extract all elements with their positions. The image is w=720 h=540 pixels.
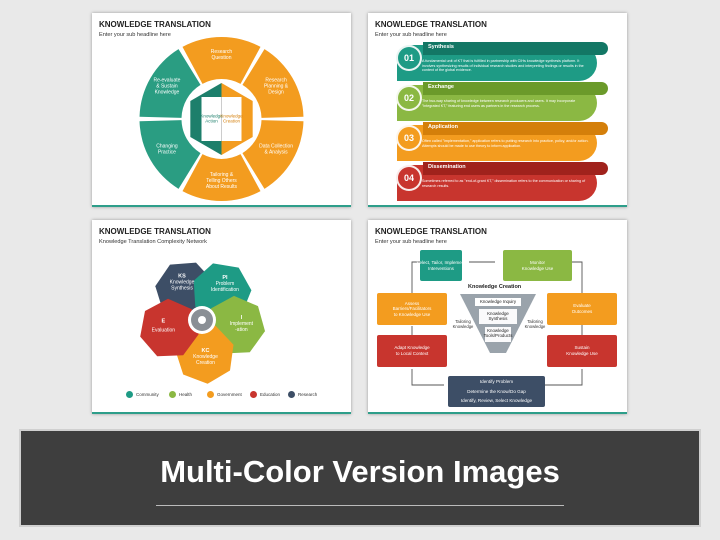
legend-swatch	[288, 391, 295, 398]
assess-barriers-box: Assess Barriers/Facilitators to Knowledg…	[377, 293, 447, 325]
tailoring-right-label: Tailoring Knowledge	[524, 319, 546, 329]
network-petal	[140, 298, 199, 357]
cycle-segment	[139, 120, 201, 189]
cycle-segment-label: Data Collection& Analysis	[259, 144, 293, 156]
select-interventions-box: Select, Tailor, Implement Interventions	[417, 250, 465, 281]
slide-1-thumbnail[interactable]: KNOWLEDGE TRANSLATION Enter your sub hea…	[92, 13, 351, 207]
step-name: Application	[428, 124, 458, 130]
slide-accent-bar	[92, 412, 351, 414]
banner-title: Multi-Color Version Images	[160, 454, 560, 489]
step-number: 04	[396, 165, 422, 191]
legend-label: Community	[136, 392, 159, 397]
step-name: Synthesis	[428, 44, 454, 50]
cycle-segment	[182, 37, 261, 84]
tailoring-left-label: Tailoring Knowledge	[452, 319, 474, 329]
legend-swatch	[250, 391, 257, 398]
petal-code: KC	[202, 348, 210, 354]
slide-subtitle: Enter your sub headline here	[375, 32, 447, 38]
step-description: Often called "implementation," applicati…	[422, 139, 589, 148]
identify-problem-label: Identify Problem	[479, 379, 514, 384]
slide-3-thumbnail[interactable]: KNOWLEDGE TRANSLATION Knowledge Translat…	[92, 220, 351, 414]
petal-code: E	[162, 318, 166, 324]
slide-title: KNOWLEDGE TRANSLATION	[99, 227, 211, 236]
step-header	[423, 122, 608, 135]
slide-subtitle: Enter your sub headline here	[375, 239, 447, 245]
slide-subtitle: Enter your sub headline here	[99, 32, 171, 38]
legend-label: Government	[217, 392, 242, 397]
slide-title: KNOWLEDGE TRANSLATION	[375, 227, 487, 236]
knowledge-synthesis-label: Knowledge Synthesis	[487, 311, 509, 322]
petal-code: PI	[222, 275, 228, 281]
legend-label: Health	[179, 392, 193, 397]
knowledge-creation-label: Knowledge Creation	[468, 284, 522, 290]
monitor-knowledge-box: Monitor Knowledge Use	[503, 250, 572, 281]
legend-swatch	[207, 391, 214, 398]
cycle-segment	[242, 49, 304, 118]
petal-code: I	[241, 315, 243, 321]
petal-label: Evaluation	[152, 327, 176, 333]
review-knowledge-label: Identify, Review, Select Knowledge	[460, 398, 533, 403]
slide-accent-bar	[92, 205, 351, 207]
legend-label: Research	[298, 392, 318, 397]
adapt-knowledge-box: Adapt Knowledge to Local Context	[377, 335, 447, 367]
legend-item: Education	[250, 391, 280, 398]
legend-item: Government	[207, 391, 242, 398]
step-number: 02	[396, 85, 422, 111]
step-header	[423, 162, 608, 175]
petal-label: Implement-ation	[230, 321, 254, 333]
cycle-segment	[139, 49, 201, 118]
know-do-gap-label: Determine the Know/Do Gap	[467, 389, 526, 394]
slide-title: KNOWLEDGE TRANSLATION	[375, 20, 487, 29]
cycle-segment	[242, 120, 304, 189]
step-description: The two-way sharing of knowledge between…	[422, 99, 576, 108]
step-number: 01	[396, 45, 422, 71]
legend-item: Health	[169, 391, 192, 398]
evaluate-outcomes-box: Evaluate Outcomes	[547, 293, 617, 325]
slide-2-thumbnail[interactable]: KNOWLEDGE TRANSLATION Enter your sub hea…	[368, 13, 627, 207]
action-cycle-connectors	[411, 261, 583, 386]
legend-item: Research	[288, 391, 317, 398]
legend-swatch	[126, 391, 133, 398]
step-header	[423, 82, 608, 95]
legend-swatch	[169, 391, 176, 398]
cycle-segment	[182, 154, 261, 201]
legend-label: Education	[260, 392, 281, 397]
banner-underline	[156, 505, 564, 506]
slide-accent-bar	[368, 412, 627, 414]
step-number: 03	[396, 125, 422, 151]
slide-subtitle: Knowledge Translation Complexity Network	[99, 239, 207, 245]
step-header	[423, 42, 608, 55]
knowledge-inquiry-label: Knowledge Inquiry	[479, 299, 517, 304]
knowledge-tools-label: Knowledge Tools/Products	[483, 328, 513, 339]
step-description: Sometimes referred to as "end-of-grant K…	[422, 179, 586, 188]
slide-accent-bar	[368, 205, 627, 207]
sustain-knowledge-box: Sustain Knowledge Use	[547, 335, 617, 367]
slide-4-thumbnail[interactable]: KNOWLEDGE TRANSLATION Enter your sub hea…	[368, 220, 627, 414]
step-description: A fundamental unit of KT that is fulfill…	[422, 59, 584, 73]
step-name: Exchange	[428, 84, 454, 90]
section-banner: Multi-Color Version Images	[21, 431, 699, 525]
step-name: Dissemination	[428, 164, 466, 170]
identify-problem-box: Identify Problem Determine the Know/Do G…	[448, 376, 545, 407]
slide-title: KNOWLEDGE TRANSLATION	[99, 20, 211, 29]
legend-item: Community	[126, 391, 159, 398]
petal-code: KS	[178, 273, 186, 279]
